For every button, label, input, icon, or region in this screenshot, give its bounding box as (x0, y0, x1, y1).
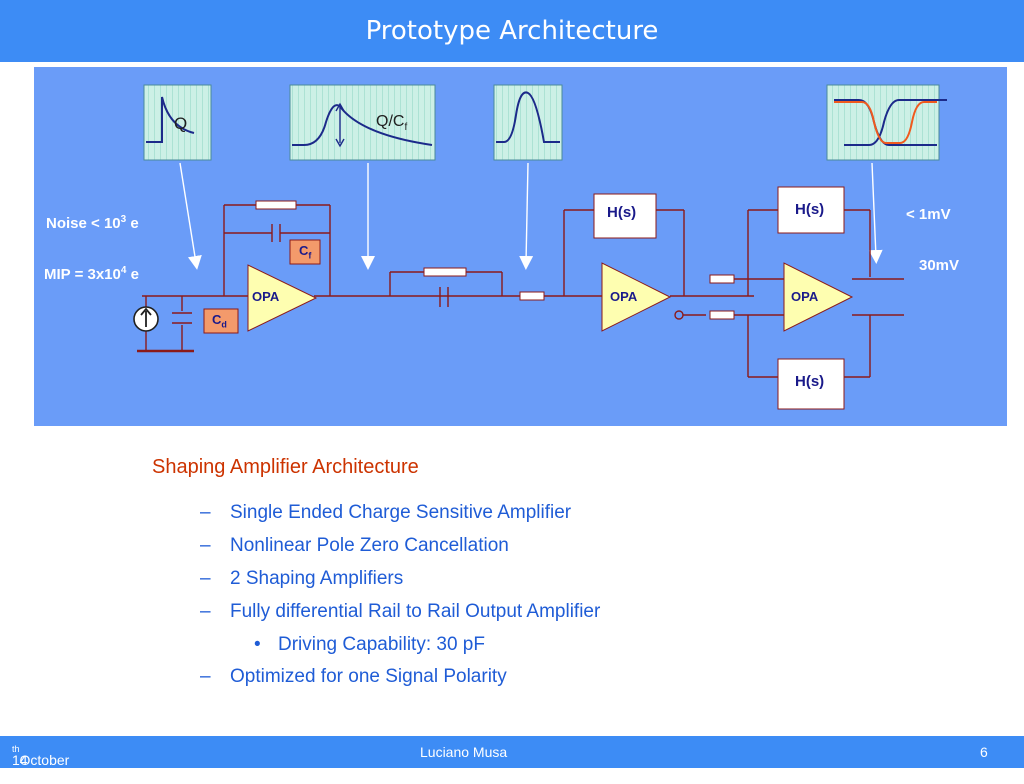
waveform-semi-gaussian (493, 84, 563, 161)
arrow-1 (179, 162, 202, 270)
hs-top-2-label: H(s) (795, 201, 825, 218)
hs-bottom-label: H(s) (795, 373, 825, 390)
opa-csa-label: OPA (252, 289, 280, 304)
output-small-label: < 1mV (906, 206, 951, 223)
list-item-sub: •Driving Capability: 30 pF (254, 634, 485, 655)
list-item: –2 Shaping Amplifiers (200, 568, 404, 589)
hs-top-1-label: H(s) (607, 204, 637, 221)
list-item: –Optimized for one Signal Polarity (200, 666, 507, 687)
section-heading: Shaping Amplifier Architecture (152, 456, 419, 478)
resistor-in-neg (709, 310, 735, 320)
cf-label: Cf (299, 243, 312, 261)
slide-title: Prototype Architecture (0, 0, 1024, 62)
resistor-in-pos (709, 274, 735, 284)
arrow-3 (519, 162, 534, 270)
arrow-4 (868, 162, 883, 264)
hs-block-bottom (777, 358, 845, 410)
circuit-diagram: Q Q/Cf Noise < 103 e MIP = 3x104 e < 1mV… (34, 67, 1007, 426)
cd-label: Cd (212, 312, 227, 330)
circuit-wires (137, 204, 904, 378)
footer-page-number: 6 (980, 744, 988, 760)
cd-label-box (203, 308, 239, 334)
hs-block-top-1 (593, 193, 657, 239)
list-item: –Single Ended Charge Sensitive Amplifier (200, 502, 572, 523)
waveform-charge (143, 84, 212, 161)
waveform-differential (826, 84, 947, 161)
resistor-pz (423, 267, 467, 277)
mip-label: MIP = 3x104 e (44, 265, 139, 283)
current-source-icon (133, 306, 159, 332)
pulse-qcf-label: Q/Cf (376, 113, 408, 134)
opa-shaper-1 (601, 262, 672, 332)
resistor-feedback (255, 200, 297, 210)
opa-shaper-2-label: OPA (791, 289, 819, 304)
opa-csa (247, 264, 318, 332)
resistor-series (519, 291, 545, 301)
hs-block-top-2 (777, 186, 845, 234)
noise-label: Noise < 103 e (46, 214, 139, 232)
opa-shaper-1-label: OPA (610, 289, 638, 304)
pulse-q-label: Q (174, 114, 188, 133)
output-large-label: 30mV (919, 257, 960, 274)
waveform-shaped-voltage (289, 84, 436, 161)
list-item: –Nonlinear Pole Zero Cancellation (200, 535, 509, 556)
cf-label-box (289, 239, 321, 265)
list-item: –Fully differential Rail to Rail Output … (200, 601, 601, 622)
footer-author: Luciano Musa (420, 744, 508, 760)
circuit-schematic (133, 84, 947, 410)
opa-shaper-2 (783, 262, 854, 332)
